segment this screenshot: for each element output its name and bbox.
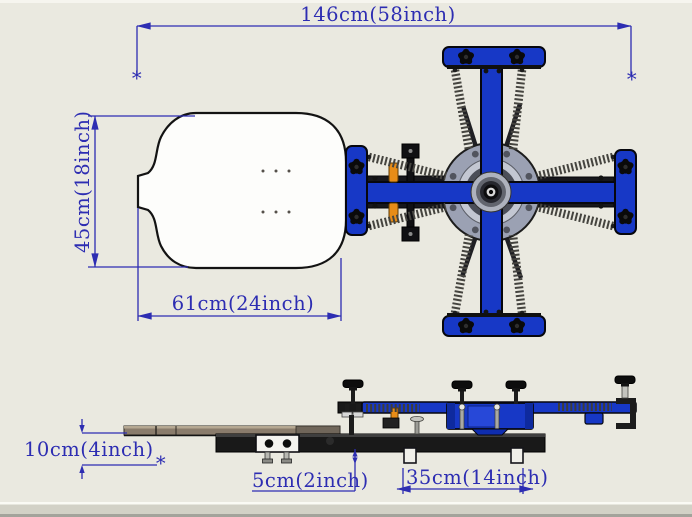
stand-leg-left	[403, 447, 417, 464]
carousel-side-view	[337, 375, 637, 436]
dimension-table-height: 10cm(4inch) *	[24, 419, 166, 479]
screen-clamp-north	[442, 46, 546, 68]
blue-tab	[584, 412, 604, 425]
top-view: 146cm(58inch) * * 45cm(18inch) 61cm(24in…	[71, 3, 637, 337]
reference-asterisk: *	[132, 67, 142, 90]
dim-label-leg-spacing: 35cm(14inch)	[406, 466, 549, 489]
dimension-overall-width: 146cm(58inch) * *	[132, 3, 637, 91]
clamp-under-strip	[447, 65, 541, 69]
hub-bolts	[449, 150, 533, 234]
side-knobs	[342, 375, 636, 404]
dim-label-overall-width: 146cm(58inch)	[300, 3, 455, 26]
dimension-platen-width: 61cm(24inch)	[137, 208, 342, 321]
reference-asterisk: *	[156, 452, 166, 475]
stop-bolt	[410, 415, 424, 435]
hub-center-bearing	[470, 171, 512, 213]
dim-label-leg-clearance: 5cm(2inch)	[252, 469, 369, 492]
hub-box-side	[446, 402, 534, 436]
tension-springs	[366, 67, 616, 316]
side-view: 10cm(4inch) * 5cm(2inch) 35cm(14inch)	[24, 375, 637, 494]
screen-clamp-south	[442, 315, 546, 337]
pallet-bracket-drop	[349, 415, 354, 435]
photo-top-edge	[0, 0, 692, 3]
dimension-leg-clearance: 5cm(2inch)	[252, 449, 369, 492]
dimension-leg-spacing: 35cm(14inch)	[396, 466, 549, 494]
platen-outline	[136, 111, 348, 270]
platen-screw-marks	[261, 169, 291, 214]
hub-pedestal	[470, 428, 510, 436]
photo-bottom-edge	[0, 502, 692, 517]
reference-asterisk: *	[627, 68, 637, 91]
dim-label-platen-depth: 45cm(18inch)	[71, 110, 94, 253]
stand-leg-right	[510, 447, 524, 464]
mounting-bracket	[255, 434, 300, 464]
dim-label-platen-width: 61cm(24inch)	[172, 292, 315, 315]
dim-label-table-height: 10cm(4inch)	[24, 438, 154, 461]
arm-bolts	[372, 68, 604, 315]
clamp-under-strip	[447, 313, 541, 317]
carousel-top-view	[345, 46, 637, 337]
